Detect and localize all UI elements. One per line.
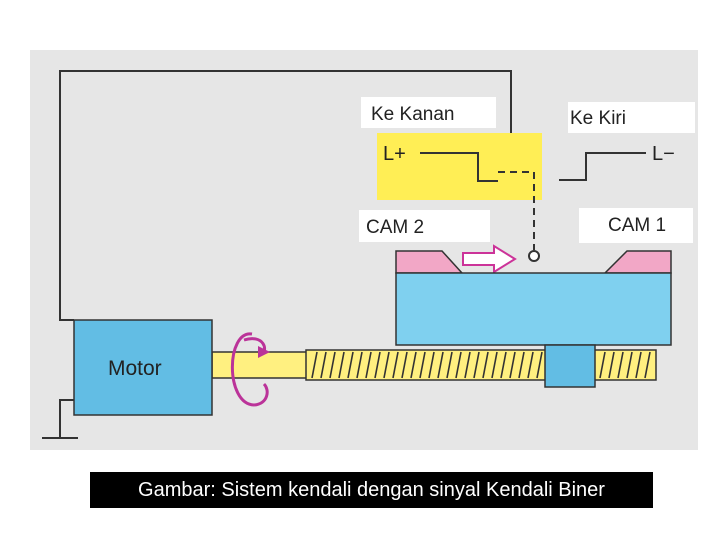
- motor-body: [73, 319, 213, 416]
- motor-label: Motor: [108, 357, 162, 380]
- table-nut: [544, 344, 596, 388]
- thread-line: [392, 351, 399, 379]
- thread-line: [383, 351, 390, 379]
- l-plus-signal: [420, 152, 498, 182]
- l-minus-signal: [559, 152, 646, 181]
- lead-screw: [305, 349, 657, 381]
- thread-line: [338, 351, 345, 379]
- cam1-label: CAM 1: [608, 215, 666, 236]
- thread-line: [374, 351, 381, 379]
- thread-line: [527, 351, 534, 379]
- moving-table: [395, 272, 672, 346]
- thread-line: [536, 351, 543, 379]
- thread-line: [365, 351, 372, 379]
- thread-line: [617, 351, 624, 379]
- thread-line: [410, 351, 417, 379]
- cam1-box: [579, 208, 693, 243]
- thread-line: [482, 351, 489, 379]
- ke-kiri-box: [568, 102, 695, 133]
- thread-line: [464, 351, 471, 379]
- rotation-arrow-icon: [230, 332, 270, 407]
- thread-line: [356, 351, 363, 379]
- thread-line: [428, 351, 435, 379]
- thread-line: [509, 351, 516, 379]
- screw-threads: [311, 351, 651, 379]
- thread-line: [608, 351, 615, 379]
- switch-highlight: [377, 133, 542, 200]
- ke-kanan-box: [361, 97, 496, 128]
- ke-kanan-label: Ke Kanan: [371, 104, 454, 125]
- figure-caption: Gambar: Sistem kendali dengan sinyal Ken…: [90, 472, 653, 508]
- thread-line: [635, 351, 642, 379]
- thread-line: [500, 351, 507, 379]
- l-minus-label: L−: [652, 143, 675, 165]
- sensor-point: [528, 250, 540, 262]
- direction-arrow-icon: [462, 244, 517, 274]
- thread-line: [473, 351, 480, 379]
- thread-line: [644, 351, 651, 379]
- thread-line: [446, 351, 453, 379]
- cam2-label: CAM 2: [366, 217, 424, 238]
- thread-line: [419, 351, 426, 379]
- thread-line: [311, 351, 318, 379]
- thread-line: [599, 351, 606, 379]
- thread-line: [437, 351, 444, 379]
- thread-line: [455, 351, 462, 379]
- feedback-wire: [59, 70, 512, 321]
- ke-kiri-label: Ke Kiri: [570, 108, 626, 129]
- cam2-box: [359, 210, 490, 242]
- thread-line: [518, 351, 525, 379]
- thread-line: [491, 351, 498, 379]
- ground-wire: [59, 399, 74, 438]
- thread-line: [347, 351, 354, 379]
- l-plus-label: L+: [383, 143, 406, 165]
- thread-line: [320, 351, 327, 379]
- thread-line: [626, 351, 633, 379]
- thread-line: [329, 351, 336, 379]
- thread-line: [401, 351, 408, 379]
